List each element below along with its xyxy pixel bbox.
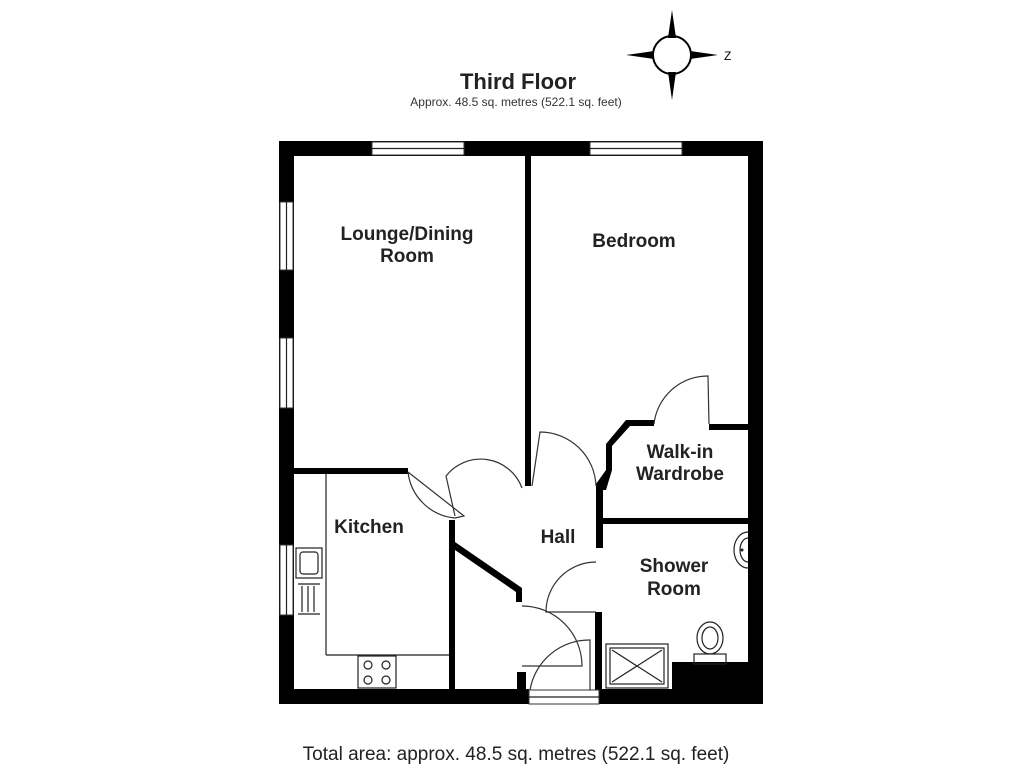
wall-kitchen-hall (449, 520, 455, 690)
floor-title: Third Floor (460, 69, 577, 94)
doors (407, 375, 710, 705)
shower-fittings (605, 531, 749, 689)
door-kitchen (407, 471, 466, 519)
door-cupboard (521, 605, 583, 667)
label-shower-line1: Shower (640, 556, 709, 577)
compass-circle (652, 35, 692, 75)
total-area-footer: Total area: approx. 48.5 sq. metres (522… (303, 744, 730, 765)
label-lounge-line1: Lounge/Dining (341, 224, 474, 245)
compass-label: Z (724, 49, 731, 63)
wall-shower-corner (672, 662, 749, 690)
wall-hall-shower (595, 612, 602, 690)
label-bedroom: Bedroom (592, 231, 675, 252)
wall-top (279, 141, 763, 156)
interior-walls (294, 156, 749, 690)
wall-bottom-right (599, 689, 763, 704)
label-wardrobe-line2: Wardrobe (636, 464, 724, 485)
door-bedroom (531, 431, 597, 487)
label-kitchen: Kitchen (334, 517, 404, 538)
label-lounge-line2: Room (380, 246, 434, 267)
wall-lounge-kitchen (294, 468, 408, 474)
door-lounge (445, 458, 523, 517)
compass-arrow-north (668, 10, 676, 38)
basin-icon (733, 531, 749, 569)
toilet-icon (693, 621, 727, 665)
compass: Z (626, 10, 731, 100)
kitchen-sink (295, 547, 323, 579)
wall-hall-stub (517, 672, 526, 690)
wall-wardrobe-angled (596, 420, 654, 490)
windows (279, 141, 683, 616)
compass-arrow-west (626, 51, 654, 59)
wall-lounge-bedroom (525, 156, 531, 486)
hob-icon (357, 655, 397, 689)
wall-right (748, 141, 763, 704)
wall-hall-diagonal (455, 542, 522, 602)
label-shower-line2: Room (647, 579, 701, 600)
door-shower (545, 561, 597, 613)
kitchen-fittings (295, 474, 449, 689)
wall-bottom-left (279, 689, 529, 704)
wall-wardrobe-top (709, 424, 749, 430)
drainer-icon (298, 583, 320, 615)
shower-tray-icon (605, 643, 669, 689)
floor-subtitle: Approx. 48.5 sq. metres (522.1 sq. feet) (410, 95, 621, 109)
wall-shower-top (596, 518, 749, 524)
compass-arrow-east (690, 51, 718, 59)
door-wardrobe (653, 375, 710, 425)
compass-arrow-south (668, 72, 676, 100)
room-labels: Lounge/Dining Room Bedroom Walk-in Wardr… (334, 224, 724, 600)
label-wardrobe-line1: Walk-in (647, 442, 714, 463)
door-entrance (529, 639, 591, 691)
label-hall: Hall (541, 527, 576, 548)
